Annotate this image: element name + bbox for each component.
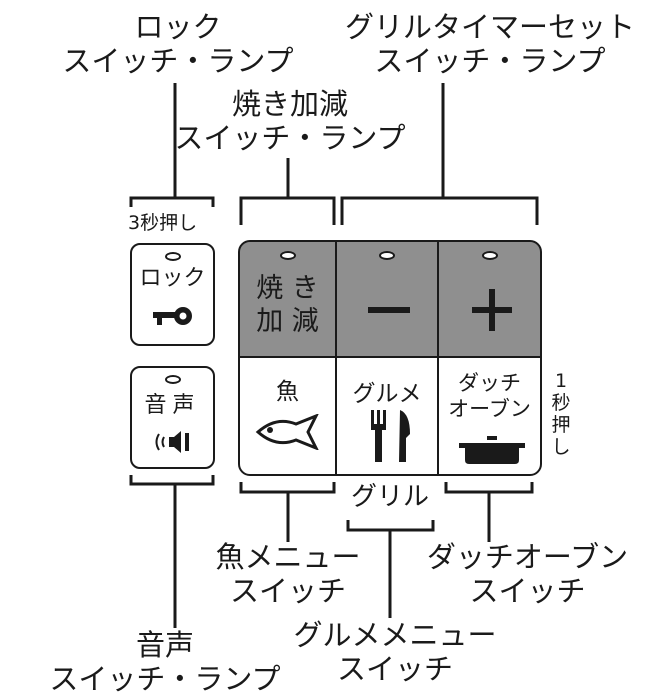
voice-label: 音声 スイッチ・ランプ [49, 628, 281, 696]
voice-lamp [165, 375, 181, 384]
minus-icon [368, 307, 410, 313]
minus-button[interactable] [335, 240, 439, 358]
lock-bracket [129, 196, 215, 207]
grill-timer-bracket [340, 196, 539, 225]
minus-lamp [379, 251, 395, 260]
fish-button[interactable]: 魚 [238, 356, 337, 476]
lock-button[interactable]: ロック [130, 243, 215, 346]
fish-button-label: 魚 [276, 379, 299, 405]
lock-label: ロック スイッチ・ランプ [62, 10, 294, 78]
yakikagen-label: 焼き加減 スイッチ・ランプ [174, 87, 406, 155]
gourmet-bracket [346, 520, 435, 532]
lock-lamp [165, 252, 181, 261]
voice-bracket [129, 475, 215, 486]
voice-button-label: 音声 [144, 393, 201, 418]
lock-button-label: ロック [139, 266, 206, 291]
fish-menu-label: 魚メニュー スイッチ [215, 540, 361, 608]
yakikagen-button-label: 焼 き 加 減 [256, 273, 319, 337]
gourmet-button[interactable]: グルメ [335, 356, 439, 476]
hold-1s-note: 1 秒 押 し [551, 370, 571, 458]
key-icon [153, 307, 192, 325]
hold-3s-note: 3秒押し [128, 212, 198, 234]
grill-note: グリル [350, 482, 429, 512]
dutch-oven-button-label: ダッチ オーブン [448, 371, 531, 421]
dutch-oven-button[interactable]: ダッチ オーブン [437, 356, 542, 476]
speaker-icon [155, 431, 189, 453]
fork-knife-icon [371, 410, 410, 462]
grill-timer-label: グリルタイマーセット スイッチ・ランプ [344, 10, 635, 78]
yakikagen-lamp [280, 251, 296, 260]
voice-button[interactable]: 音声 [130, 366, 215, 469]
dutch-bracket [444, 482, 534, 494]
plus-button[interactable] [437, 240, 542, 358]
plus-lamp [482, 251, 498, 260]
yakikagen-button[interactable]: 焼 き 加 減 [238, 240, 337, 358]
gourmet-menu-label: グルメメニュー スイッチ [293, 618, 497, 686]
plus-icon-vertical [489, 289, 495, 331]
gourmet-button-label: グルメ [352, 381, 422, 407]
fish-icon [255, 414, 319, 450]
dutch-oven-label: ダッチオーブン スイッチ [426, 540, 629, 608]
yakikagen-bracket [239, 196, 336, 225]
dutch-oven-icon [459, 436, 525, 464]
fish-bracket [239, 482, 336, 494]
